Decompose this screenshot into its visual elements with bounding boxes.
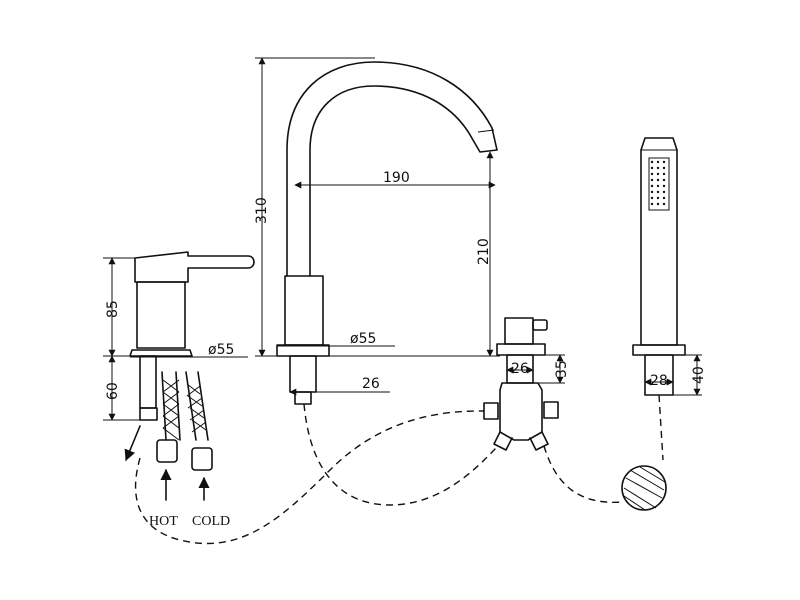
handshower-holder-plate [632,344,686,356]
cold-connector [191,447,213,471]
handshower-body [640,137,678,346]
hose-weight-ball [621,465,667,511]
diverter-width-label: 26 [511,361,529,377]
spout-body [286,61,498,277]
diverter-dimensions: 26 35 [506,354,570,384]
diverter-port-b [529,431,549,451]
hot-label: HOT [149,514,178,529]
diverter-assembly [483,317,559,451]
mixer-nut [139,407,158,421]
spout-assembly [276,61,498,405]
spout-outlet-height-label: 210 [476,238,492,265]
cold-label: COLD [192,514,230,529]
diverter-base-plate [496,343,546,356]
spout-dimensions: 310 190 210 ø55 26 [254,57,500,396]
diverter-valve-body [499,382,543,441]
hot-hose [161,371,181,441]
supply-arrows: HOT COLD [124,425,230,529]
mixer-shank [139,355,157,409]
spout-height-label: 310 [254,197,270,224]
spout-to-diverter-hose [303,403,497,506]
hose-routes [134,394,664,545]
diverter-right-port [543,401,559,419]
spout-nut [294,391,312,405]
mixer-base-diameter-label: ø55 [208,342,234,358]
spout-base-plate [276,344,330,357]
diverter-knob [504,317,534,345]
handshower-width-label: 28 [650,373,668,389]
mixer-lever [134,251,255,283]
diverter-port-a [493,431,513,451]
diverter-handle [532,319,548,331]
cold-hose [185,371,209,441]
mixer-to-diverter-hose [134,410,485,545]
handshower-height-label: 40 [691,366,707,384]
handshower-hose [658,394,664,461]
handshower-dimensions: 28 40 [644,354,707,396]
mixer-shank-height-label: 60 [105,382,121,400]
mixer-assembly [129,251,255,471]
handshower-assembly [621,137,686,511]
outflow-arrow [124,425,141,462]
mixer-height-label: 85 [105,300,121,318]
hot-connector [156,439,178,463]
spout-column [284,275,324,346]
handshower-spray-holes [650,160,666,206]
spout-base-diameter-label: ø55 [350,331,376,347]
diverter-left-port [483,402,499,420]
diverter-to-handshower-hose [543,445,623,503]
spout-reach-label: 190 [383,170,410,186]
mixer-dimensions: 85 60 ø55 [103,257,248,421]
spout-shank [289,355,317,393]
spout-shank-label: 26 [362,376,380,392]
mixer-base-plate [129,349,193,357]
spout-tip-line [477,129,495,133]
mixer-body [136,281,186,349]
diverter-height-label: 35 [554,360,570,378]
